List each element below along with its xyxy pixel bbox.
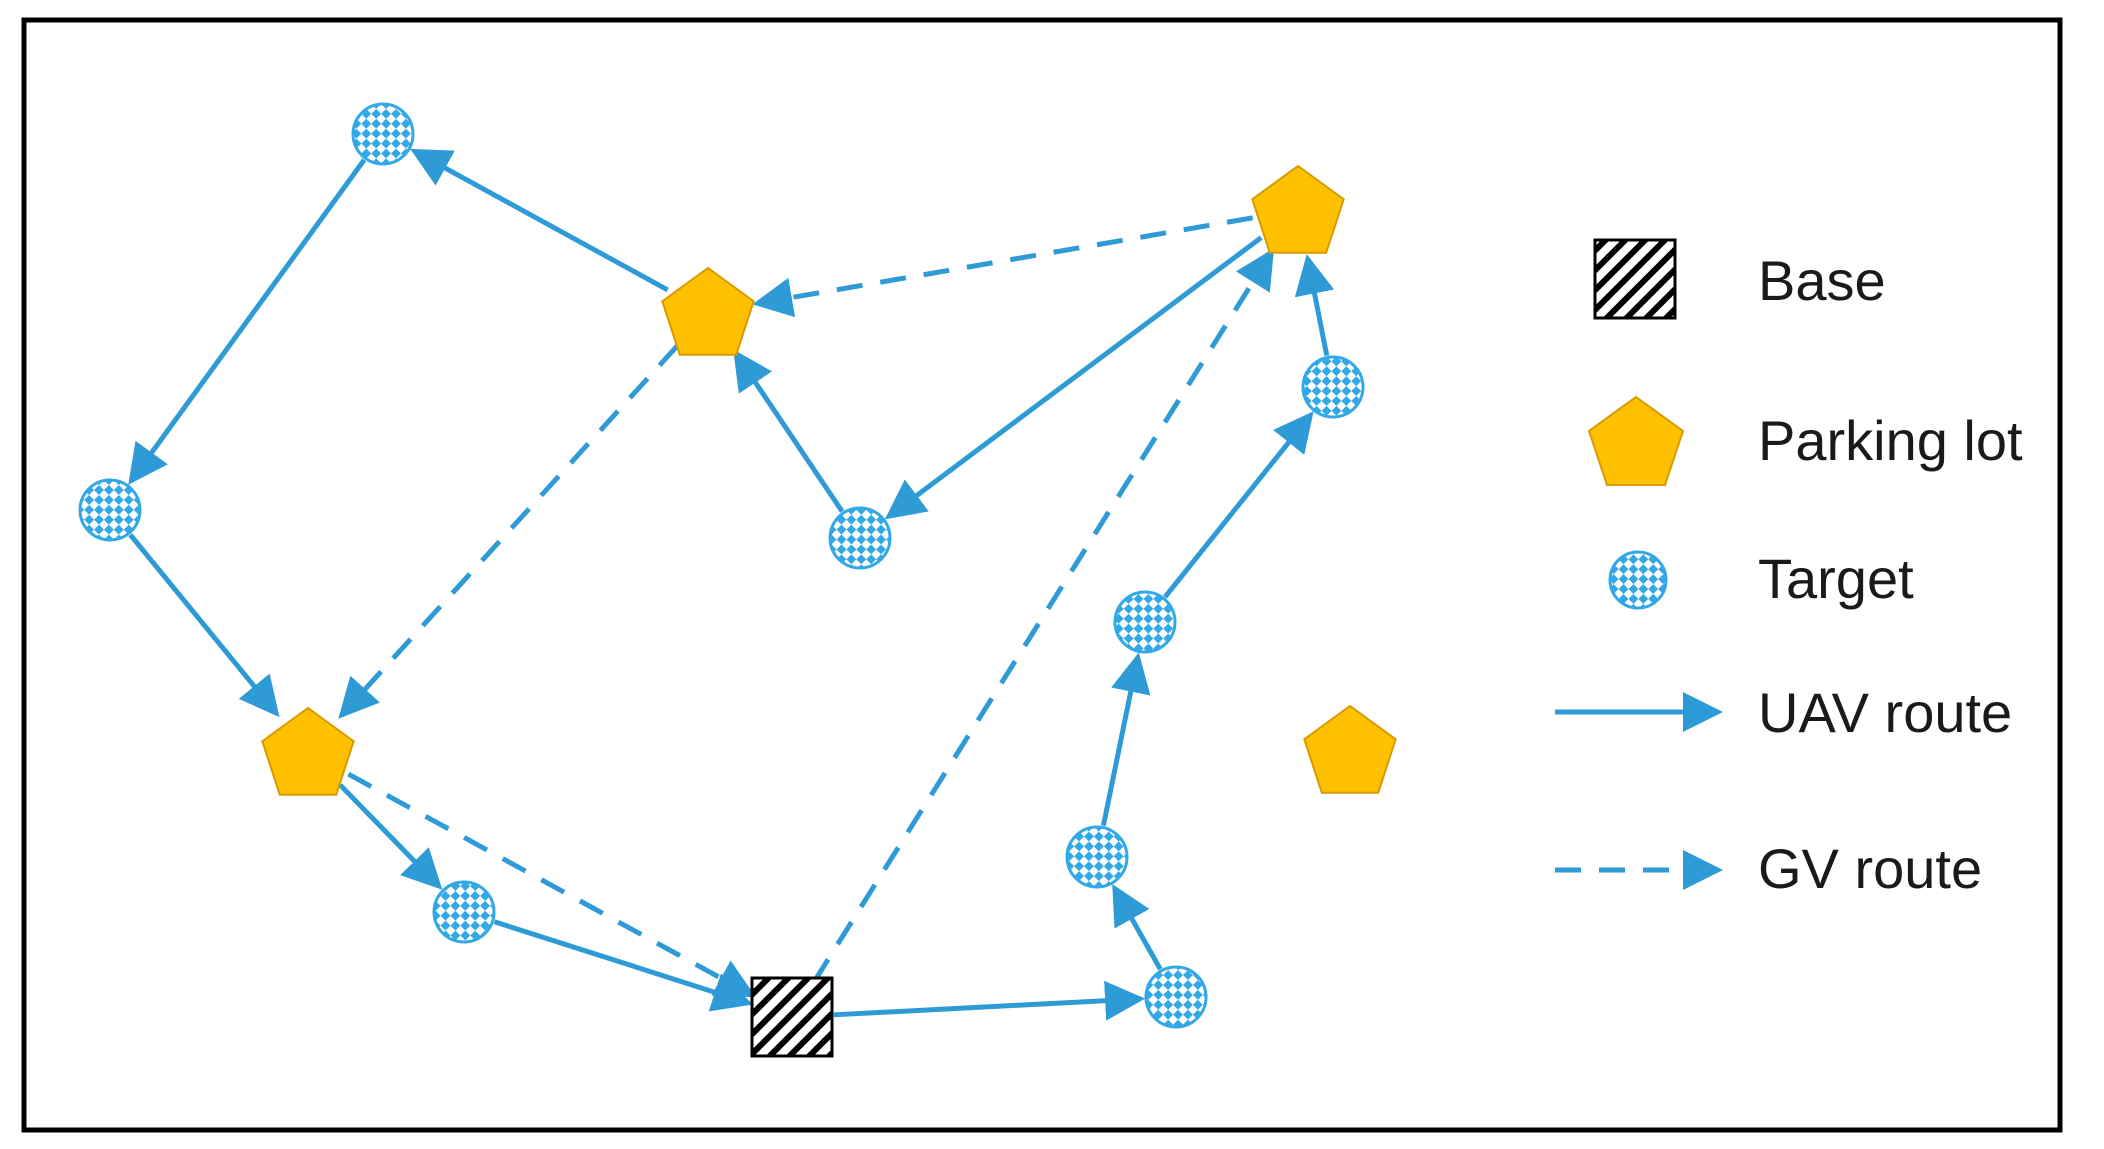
legend-label-gv-route: GV route	[1758, 837, 1982, 900]
uav-route-5	[493, 919, 753, 1012]
uav-route-6	[833, 980, 1146, 1021]
legend: Base Parking lot Target UAV route GV rou…	[1555, 238, 2023, 900]
legend-item-parking-lot: Parking lot	[1587, 395, 2023, 486]
gv-route-4	[812, 248, 1275, 983]
uav-route-3	[128, 533, 280, 718]
parking-lot-node	[261, 706, 355, 796]
legend-item-uav-route: UAV route	[1555, 681, 2012, 744]
hatched-square-icon	[1593, 238, 1677, 320]
target-node	[351, 102, 415, 166]
target-node	[432, 880, 496, 944]
legend-item-base: Base	[1593, 238, 1886, 320]
checkered-circle-icon	[1608, 550, 1668, 610]
parking-lot-node	[661, 266, 755, 356]
routes-layer	[128, 148, 1335, 1021]
figure-frame	[21, 17, 2063, 1133]
target-node	[1144, 965, 1208, 1029]
legend-item-gv-route: GV route	[1555, 837, 1982, 900]
uav-route-2	[128, 158, 367, 485]
legend-label-parking-lot: Parking lot	[1758, 409, 2023, 472]
gv-route-3	[347, 771, 757, 998]
uav-route-10	[1294, 254, 1335, 357]
gv-route-1	[752, 215, 1254, 318]
target-node	[1065, 825, 1129, 889]
parking-lot-node	[1251, 164, 1345, 254]
target-node	[1301, 355, 1365, 419]
legend-label-target: Target	[1758, 547, 1914, 610]
target-node	[828, 506, 892, 570]
uav-route-8	[1100, 652, 1151, 827]
legend-label-uav-route: UAV route	[1758, 681, 2012, 744]
uav-route-11	[884, 235, 1263, 520]
uav-route-9	[1163, 411, 1314, 599]
uav-route-4	[338, 783, 443, 890]
base-node	[750, 976, 834, 1058]
uav-route-1	[410, 148, 669, 293]
uav-route-12	[733, 349, 845, 513]
target-node	[1113, 590, 1177, 654]
gv-route-2	[338, 344, 679, 719]
parking-lot-node	[1303, 704, 1397, 794]
legend-label-base: Base	[1758, 249, 1886, 312]
pentagon-icon	[1587, 395, 1685, 486]
nodes-layer	[78, 102, 1397, 1058]
uav-route-7	[1112, 883, 1163, 971]
legend-item-target: Target	[1608, 547, 1914, 610]
target-node	[78, 478, 142, 542]
